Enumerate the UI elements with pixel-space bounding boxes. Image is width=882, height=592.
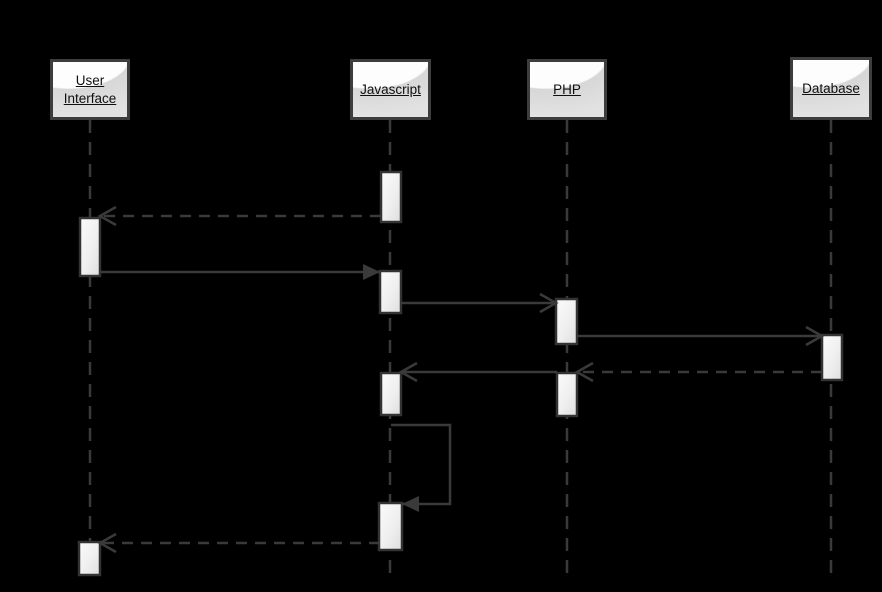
activation-bar-user-interface (77, 540, 102, 577)
activation-bar-javascript (378, 269, 403, 315)
activation-bar-javascript (379, 371, 403, 417)
open-arrowhead-javascript-to-php (539, 292, 559, 314)
activation-bar-php (555, 371, 579, 418)
lifeline-head-database: Database (790, 57, 872, 120)
lifeline-head-label: PHP (553, 81, 581, 97)
lifeline-head-label: User Interface (63, 73, 117, 106)
open-arrowhead-javascript-return-to-user-interface (97, 205, 117, 227)
activation-bar-php (554, 297, 579, 346)
activation-bar-javascript (379, 170, 403, 224)
lifeline-head-label: Javascript (360, 81, 421, 97)
lifeline-head-user-interface: User Interface (50, 59, 130, 120)
open-arrowhead-database-return-to-php (574, 361, 594, 383)
activation-bar-database (820, 333, 844, 382)
lifeline-head-javascript: Javascript (350, 59, 431, 120)
activation-bar-javascript (377, 501, 404, 552)
lifeline-head-label: Database (802, 80, 860, 96)
filled-arrowhead-user-interface-to-javascript (363, 264, 380, 280)
filled-arrowhead-javascript-self-message (402, 496, 419, 512)
activation-bar-user-interface (78, 216, 102, 278)
lifeline-head-php: PHP (527, 59, 607, 120)
open-arrowhead-javascript-return-to-user-interface-2 (97, 532, 117, 554)
open-arrowhead-php-to-database (805, 325, 825, 347)
message-line-javascript-self-message (391, 423, 452, 506)
open-arrowhead-php-to-javascript (398, 361, 418, 383)
